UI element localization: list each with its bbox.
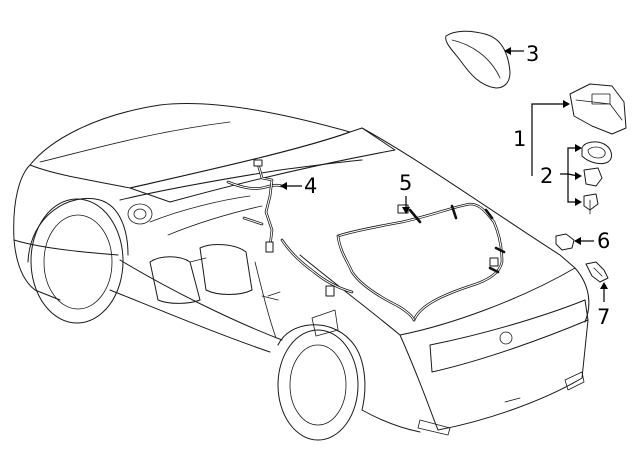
bolt-part (583, 193, 599, 215)
gasket-part (581, 141, 612, 165)
leader-lines (280, 47, 608, 302)
callout-5: 5 (399, 171, 412, 195)
antenna-cover-part (445, 30, 511, 89)
connector-part-6 (555, 233, 575, 251)
antenna-module-part (569, 83, 627, 135)
callout-6: 6 (597, 229, 610, 253)
clip-part (583, 167, 603, 187)
callout-4: 4 (304, 174, 317, 198)
vehicle-body (13, 103, 590, 441)
callout-7: 7 (597, 305, 610, 329)
connector-part-7 (585, 261, 609, 283)
callout-3: 3 (526, 42, 539, 66)
harness-4 (226, 159, 284, 253)
harness-5 (280, 202, 506, 322)
callout-2: 2 (540, 164, 553, 188)
callout-1: 1 (513, 127, 526, 151)
